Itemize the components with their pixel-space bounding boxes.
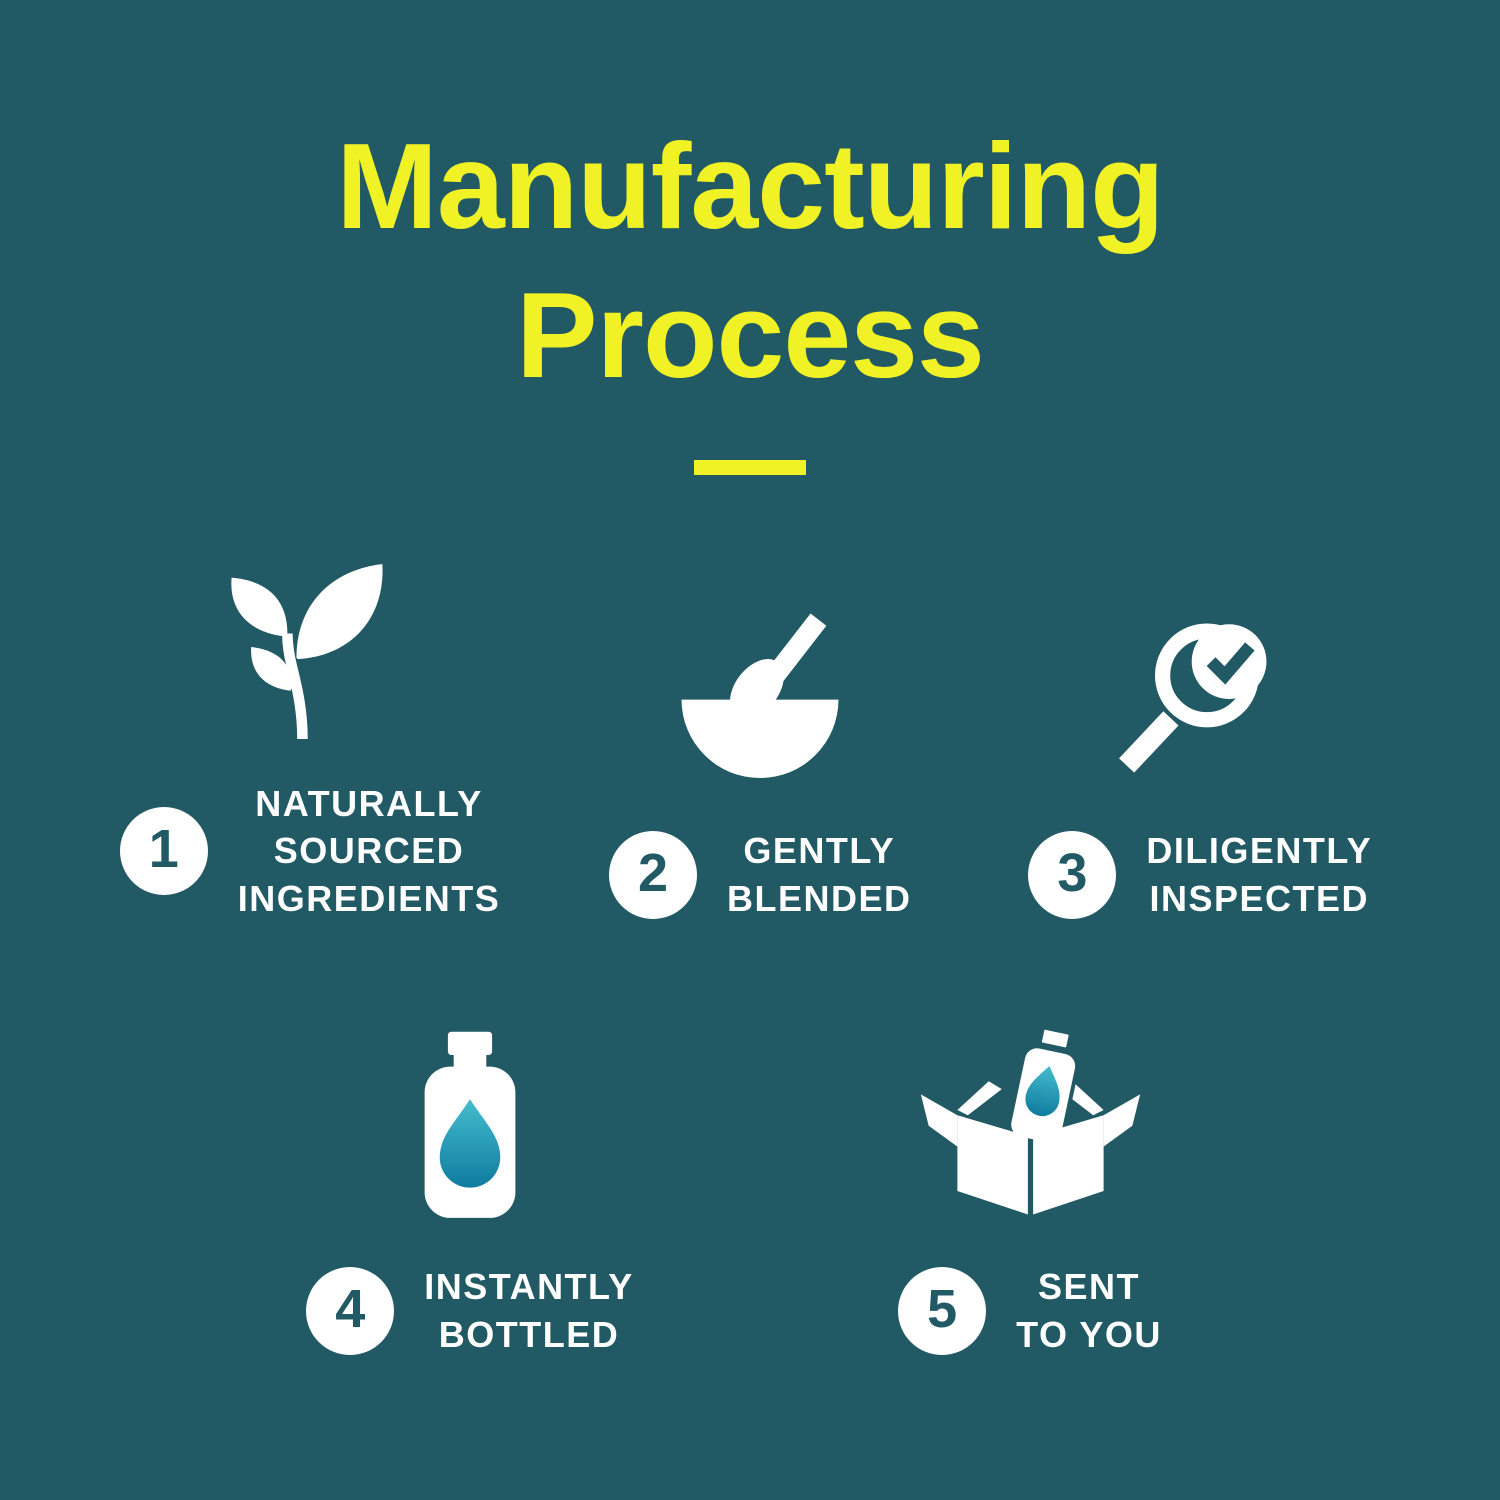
step-1-caption: 1 NATURALLY SOURCED INGREDIENTS [119, 780, 501, 923]
page-title: Manufacturing Process [0, 0, 1500, 410]
step-5-label: SENT TO YOU [1016, 1266, 1162, 1355]
title-underline [694, 459, 806, 475]
plant-icon [212, 537, 408, 742]
title-line-2: Process [516, 266, 985, 403]
step-4: 4 INSTANTLY BOTTLED [290, 1010, 650, 1358]
step-4-number-badge: 4 [306, 1266, 395, 1355]
step-5: 5 SENT TO YOU [850, 1010, 1210, 1358]
step-2-number-badge: 2 [609, 830, 697, 919]
step-2: 2 GENTLY BLENDED [580, 584, 940, 922]
step-3-caption: 3 DILIGENTLY INSPECTED [1028, 827, 1372, 922]
shipping-box-icon [913, 1010, 1148, 1225]
whisk-bowl-icon [660, 584, 860, 789]
step-1-number-badge: 1 [119, 806, 208, 895]
magnifier-check-icon [1110, 584, 1290, 789]
step-5-caption: 5 SENT TO YOU [898, 1263, 1162, 1358]
step-4-caption: 4 INSTANTLY BOTTLED [306, 1263, 634, 1358]
step-3: 3 DILIGENTLY INSPECTED [1020, 584, 1380, 922]
step-1-label: NATURALLY SOURCED INGREDIENTS [237, 782, 501, 919]
step-3-label: DILIGENTLY INSPECTED [1146, 830, 1373, 919]
step-1: 1 NATURALLY SOURCED INGREDIENTS [119, 537, 501, 923]
step-5-number-badge: 5 [898, 1266, 987, 1355]
title-line-1: Manufacturing [336, 118, 1164, 254]
step-4-label: INSTANTLY BOTTLED [424, 1266, 634, 1355]
step-2-caption: 2 GENTLY BLENDED [609, 827, 912, 922]
steps-row-2: 4 INSTANTLY BOTTLED [0, 1010, 1500, 1358]
bottle-icon [406, 1010, 534, 1225]
steps-row-1: 1 NATURALLY SOURCED INGREDIENTS 2 GENTLY… [0, 537, 1500, 923]
step-2-label: GENTLY BLENDED [727, 830, 912, 919]
step-3-number-badge: 3 [1028, 830, 1117, 919]
